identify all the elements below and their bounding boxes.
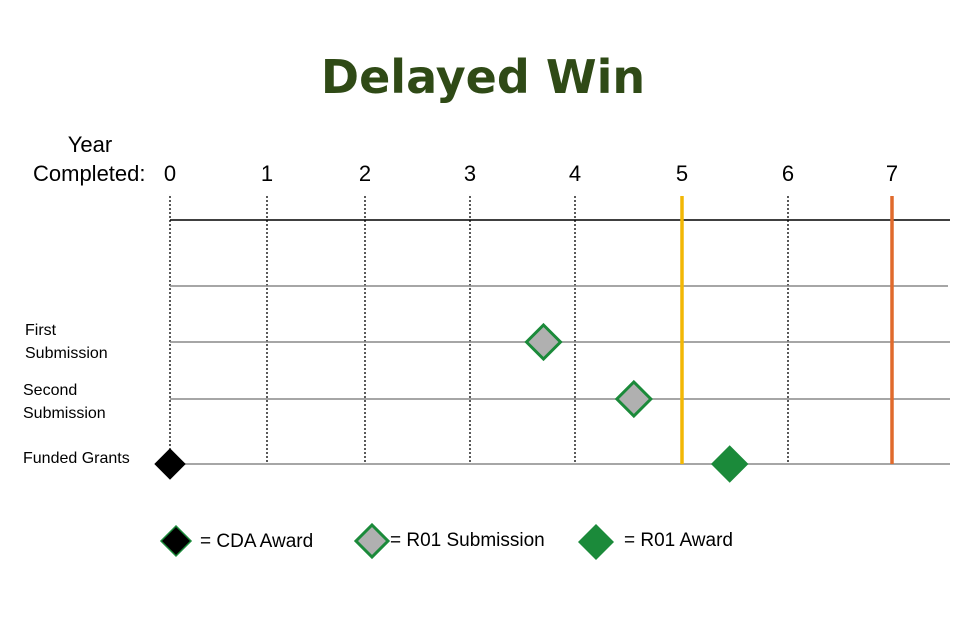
legend-award-diamond-icon <box>578 524 614 560</box>
row-label-second-2: Submission <box>23 405 106 422</box>
row-label-second-1: Second <box>23 382 77 399</box>
row-label-first-1: First <box>25 322 57 339</box>
legend-cda-diamond-icon <box>159 524 193 558</box>
diagram-title: Delayed Win <box>321 50 645 104</box>
legend-submission-label: = R01 Submission <box>390 530 545 551</box>
event-r01-submission-diamond <box>524 322 563 362</box>
row-label-first-2: Submission <box>25 345 108 362</box>
axis-header-year: Year <box>68 132 112 157</box>
legend-award-label: = R01 Award <box>624 530 733 551</box>
legend-cda-label: = CDA Award <box>200 531 313 552</box>
legend-submission-diamond-icon <box>353 522 391 560</box>
row-label-funded: Funded Grants <box>23 450 130 467</box>
tick-label-4: 4 <box>569 161 581 186</box>
event-r01-award-diamond <box>710 445 749 483</box>
tick-label-5: 5 <box>676 161 688 186</box>
tick-label-0: 0 <box>164 161 176 186</box>
tick-label-6: 6 <box>782 161 794 186</box>
event-r01-submission-diamond <box>614 379 653 419</box>
tick-label-7: 7 <box>886 161 898 186</box>
event-cda-award-diamond <box>154 448 186 480</box>
axis-header-completed: Completed: <box>33 161 146 186</box>
tick-label-1: 1 <box>261 161 273 186</box>
tick-label-2: 2 <box>359 161 371 186</box>
tick-label-3: 3 <box>464 161 476 186</box>
